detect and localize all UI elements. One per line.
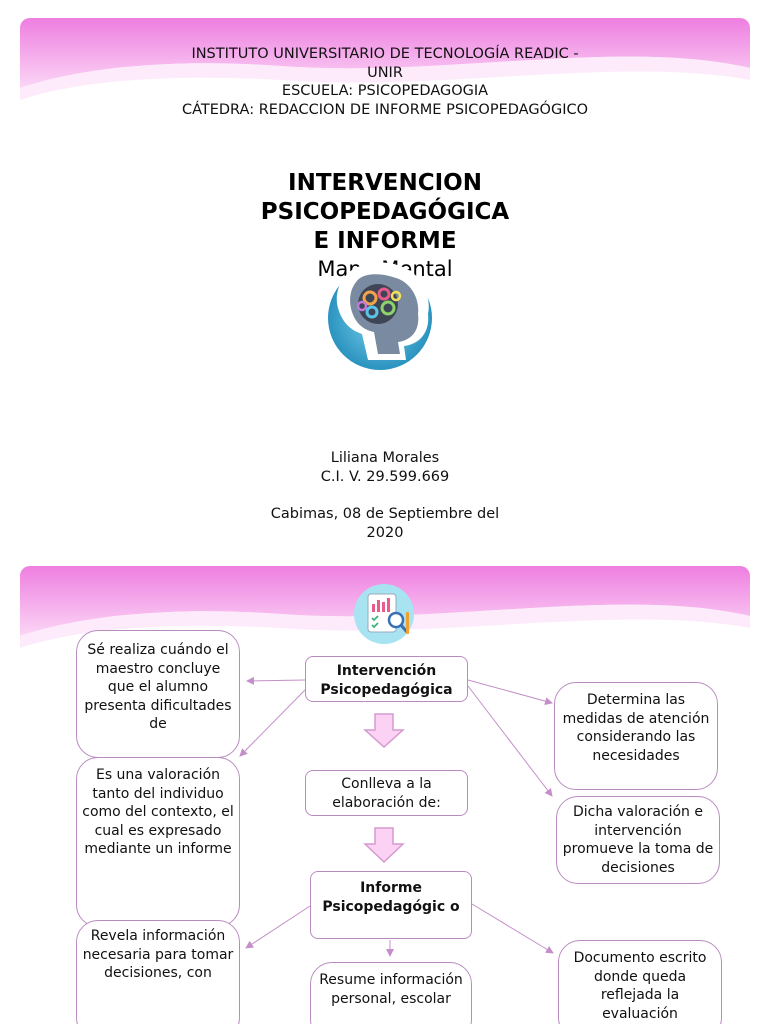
node-determina: Determina las medidas de atención consid… — [554, 682, 718, 790]
down-arrow — [363, 827, 405, 864]
connector-line — [246, 676, 306, 685]
mind-map-slide: Intervención Psicopedagógica Conlleva a … — [20, 566, 750, 1024]
header-wave — [20, 18, 750, 100]
title-slide: INSTITUTO UNIVERSITARIO DE TECNOLOGÍA RE… — [20, 18, 750, 538]
node-informe: Informe Psicopedagógic o — [310, 871, 472, 939]
connector-line — [471, 903, 554, 954]
date-place: Cabimas, 08 de Septiembre del 2020 — [20, 505, 750, 538]
author-id: C.I. V. 29.599.669 — [320, 468, 450, 485]
connector-line — [467, 679, 553, 706]
author-name: Liliana Morales — [330, 450, 440, 466]
header-line: INSTITUTO UNIVERSITARIO DE TECNOLOGÍA RE… — [191, 46, 579, 62]
report-analysis-icon — [354, 584, 414, 644]
node-dicha-valoracion: Dicha valoración e intervención promueve… — [556, 796, 720, 884]
connector-line — [245, 905, 311, 949]
node-documento: Documento escrito donde queda reflejada … — [558, 940, 722, 1024]
title-line: E INFORME — [313, 228, 457, 254]
date-line: Cabimas, 08 de Septiembre del — [270, 506, 500, 522]
brain-gears-icon — [328, 262, 432, 370]
node-se-realiza: Sé realiza cuándo el maestro concluye qu… — [76, 630, 240, 758]
date-line: 2020 — [366, 524, 404, 539]
mind-map-connectors — [239, 676, 554, 957]
down-arrow — [363, 713, 405, 749]
connector-line — [467, 685, 553, 797]
title-line: INTERVENCION — [288, 170, 482, 196]
node-conlleva: Conlleva a la elaboración de: — [305, 770, 468, 816]
node-resume: Resume información personal, escolar — [310, 962, 472, 1024]
title-line: PSICOPEDAGÓGICA — [260, 199, 510, 225]
main-title: INTERVENCION PSICOPEDAGÓGICA E INFORME — [20, 169, 750, 256]
header-line: CÁTEDRA: REDACCION DE INFORME PSICOPEDAG… — [181, 101, 589, 118]
node-revela: Revela información necesaria para tomar … — [76, 920, 240, 1024]
node-valoracion: Es una valoración tanto del individuo co… — [76, 757, 240, 927]
institution-header: INSTITUTO UNIVERSITARIO DE TECNOLOGÍA RE… — [20, 45, 750, 119]
header-line: UNIR — [367, 64, 403, 81]
connector-line — [239, 689, 306, 757]
header-line: ESCUELA: PSICOPEDAGOGIA — [281, 83, 489, 99]
node-intervencion: Intervención Psicopedagógica — [305, 656, 468, 702]
